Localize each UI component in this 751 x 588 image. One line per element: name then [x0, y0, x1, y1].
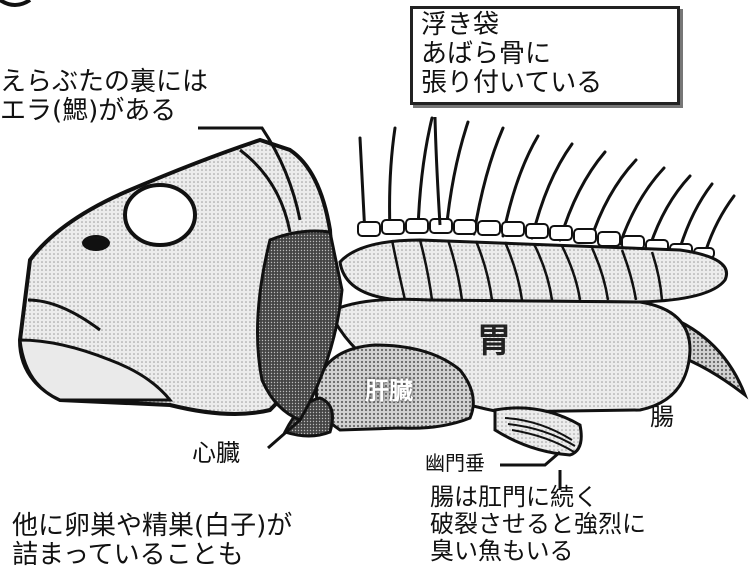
- intestine-note-line-2: 破裂させると強烈に: [430, 509, 646, 538]
- ovary-note-line-1: 他に卵巣や精巣(白子)が: [12, 511, 293, 541]
- intestine-note-line-1: 腸は肛門に続く: [430, 483, 598, 511]
- gill-cover-edge: [239, 148, 292, 233]
- nostril: [82, 235, 110, 251]
- vertebrae: [357, 218, 715, 259]
- eye: [123, 183, 197, 247]
- intestine-label: 腸: [650, 403, 674, 431]
- ribs: [358, 116, 736, 252]
- ovary-note: 他に卵巣や精巣(白子)が 詰まっていることも: [12, 511, 293, 571]
- ovary-note-line-2: 詰まっていることも: [12, 540, 244, 571]
- swim-bladder: [338, 238, 728, 304]
- gill-cover-line-2: エラ(鰓)がある: [0, 96, 177, 127]
- intestine-note-line-3: 臭い魚もいる: [430, 536, 574, 565]
- leader-lines: [198, 116, 562, 490]
- swim-bladder-line-2: あばら骨に: [421, 39, 552, 70]
- swim-bladder-line-3: 張り付いている: [421, 68, 603, 99]
- rib-overlaps: [390, 239, 664, 301]
- liver: [314, 343, 475, 432]
- gill-cover-note: えらぶたの裏には エラ(鰓)がある: [0, 67, 209, 127]
- stomach-label: 胃: [477, 321, 511, 361]
- heart-label: 心臓: [192, 439, 240, 467]
- gill-cover-line-1: えらぶたの裏には: [0, 67, 209, 97]
- liver-label: 肝臓: [365, 377, 413, 405]
- intestine-note: 腸は肛門に続く 破裂させると強烈に 臭い魚もいる: [430, 484, 646, 565]
- pyloric-strands: [504, 417, 576, 453]
- cropped-title-mark: [0, 0, 32, 7]
- fish-jaw: [18, 338, 174, 402]
- swim-bladder-callout: 浮き袋 あばら骨に 張り付いている: [410, 6, 680, 106]
- swim-bladder-line-1: 浮き袋: [421, 10, 500, 40]
- gills: [256, 229, 344, 422]
- mouth-line: [27, 298, 101, 332]
- fish-head: [17, 137, 338, 416]
- pyloric-label: 幽門垂: [425, 451, 485, 475]
